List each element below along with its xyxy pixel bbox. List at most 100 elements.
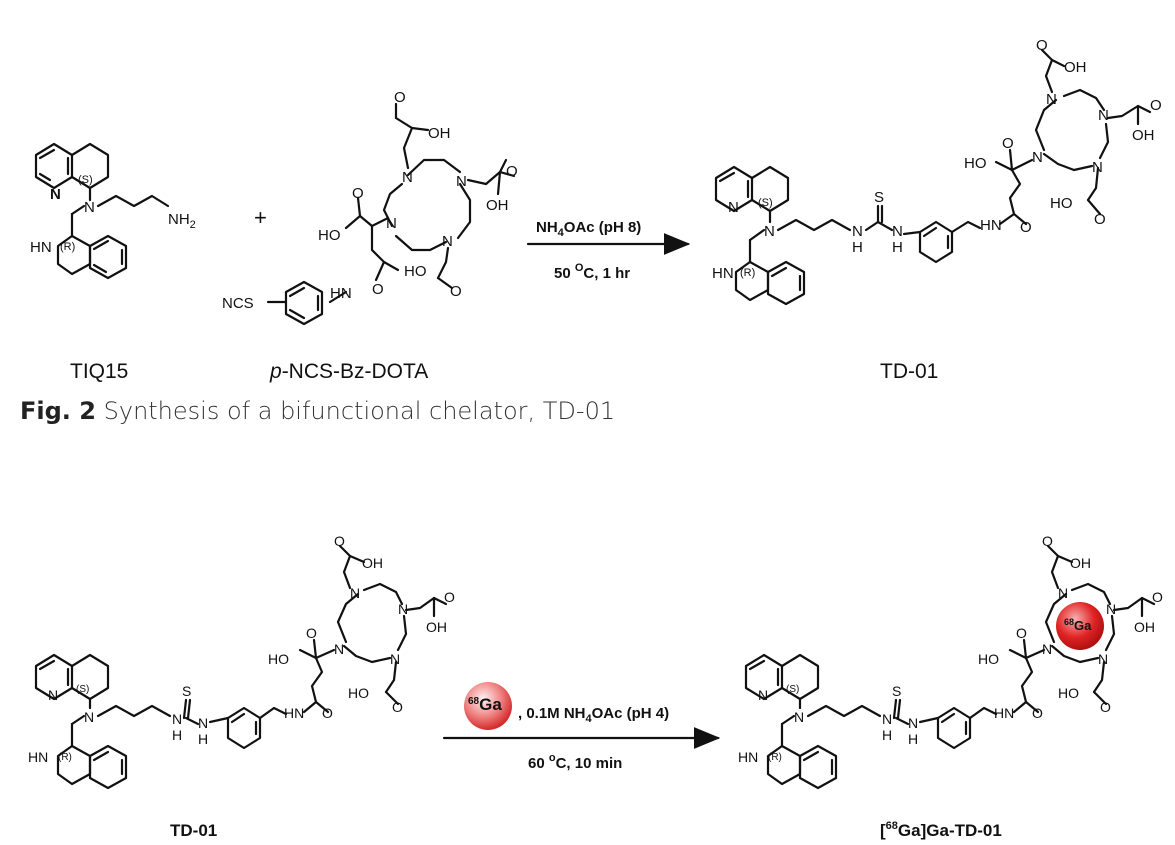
compound-label-ga-td01: [68Ga]Ga-TD-01 <box>880 820 1002 840</box>
atom-label: HN <box>994 705 1014 721</box>
atom-label: N <box>48 687 58 703</box>
atom-label: O <box>1042 533 1053 549</box>
atom-label: N <box>1046 91 1057 108</box>
atom-label: O <box>1152 589 1163 605</box>
atom-label: H <box>892 239 903 256</box>
atom-label: O <box>1032 705 1043 721</box>
atom-label: O <box>1094 211 1106 228</box>
stereo-label: (R) <box>740 267 755 279</box>
condition-bottom-2: 60 oC, 10 min <box>528 752 622 772</box>
atom-label: N <box>198 715 208 731</box>
atom-label: N <box>1106 601 1116 617</box>
atom-label: N <box>398 601 408 617</box>
atom-label: O <box>352 185 364 202</box>
atom-label: N <box>84 709 94 725</box>
atom-label: HN <box>30 239 52 256</box>
atom-label: HN <box>28 749 48 765</box>
atom-label: H <box>172 727 182 743</box>
atom-label: OH <box>1070 555 1091 571</box>
compound-label-ncs-bz-dota: p-NCS-Bz-DOTA <box>269 360 428 383</box>
condition-bottom-1: 50 OC, 1 hr <box>554 262 630 282</box>
atom-label: H <box>852 239 863 256</box>
atom-label: O <box>372 281 384 298</box>
atom-label: O <box>1036 37 1048 54</box>
atom-label: HN <box>738 749 758 765</box>
atom-label: O <box>1020 219 1032 236</box>
atom-label: H <box>882 727 892 743</box>
atom-label: HN <box>330 285 352 302</box>
atom-label: N <box>50 186 61 203</box>
atom-label: OH <box>362 555 383 571</box>
atom-label: HN <box>980 217 1002 234</box>
atom-label: HO <box>268 651 289 667</box>
atom-label: OH <box>1132 127 1155 144</box>
atom-label: HO <box>964 155 987 172</box>
atom-label: N <box>390 651 400 667</box>
atom-label: N <box>1058 585 1068 601</box>
atom-label: N <box>764 223 775 240</box>
atom-label: HO <box>404 263 427 280</box>
compound-label-td01-reactant: TD-01 <box>170 821 217 840</box>
atom-label: N <box>1098 107 1109 124</box>
atom-label: N <box>1042 641 1052 657</box>
figure-number: Fig. 2 <box>20 397 96 425</box>
atom-label: N <box>442 233 453 250</box>
compound-label-tiq15: TIQ15 <box>70 360 128 383</box>
atom-label: N <box>908 715 918 731</box>
atom-label: OH <box>426 619 447 635</box>
condition-top-2: , 0.1M NH4OAc (pH 4) <box>518 705 669 725</box>
atom-label: HO <box>1050 195 1073 212</box>
atom-label: N <box>456 173 467 190</box>
atom-label: N <box>758 687 768 703</box>
atom-label: N <box>892 223 903 240</box>
atom-label: NH2 <box>168 211 196 231</box>
atom-label: N <box>1098 651 1108 667</box>
atom-label: O <box>506 163 518 180</box>
ncs-bz-dota-structure <box>266 102 516 326</box>
atom-label: N <box>386 215 397 232</box>
atom-label: O <box>1150 97 1162 114</box>
tiq15-structure <box>34 142 170 280</box>
stereo-label: (S) <box>786 684 799 695</box>
ga68-complex-label: 68Ga <box>1064 617 1092 633</box>
atom-label: N <box>1032 149 1043 166</box>
atom-label: S <box>182 683 191 699</box>
atom-label: O <box>392 699 403 715</box>
atom-label: N <box>84 199 95 216</box>
td01-structure-bottom <box>34 544 448 790</box>
atom-label: N <box>350 585 360 601</box>
plus-sign: + <box>254 205 267 230</box>
atom-label: N <box>1092 159 1103 176</box>
atom-label: OH <box>428 125 451 142</box>
atom-label: N <box>852 223 863 240</box>
atom-label: N <box>334 641 344 657</box>
atom-label: HN <box>712 265 734 282</box>
atom-label: O <box>306 625 317 641</box>
atom-label: N <box>882 711 892 727</box>
atom-label: O <box>450 283 462 300</box>
ga68-reagent-label: 68Ga <box>468 695 502 714</box>
atom-label: O <box>334 533 345 549</box>
atom-label: N <box>728 199 739 216</box>
atom-label: S <box>892 683 901 699</box>
atom-label: H <box>908 731 918 747</box>
atom-label: O <box>322 705 333 721</box>
atom-label: HO <box>318 227 341 244</box>
stereo-label: (S) <box>78 174 93 186</box>
figure-caption: Fig. 2 Synthesis of a bifunctional chela… <box>20 397 615 425</box>
atom-label: HN <box>284 705 304 721</box>
atom-label: N <box>794 709 804 725</box>
atom-label: HO <box>348 685 369 701</box>
atom-label: HO <box>1058 685 1079 701</box>
atom-label: OH <box>486 197 509 214</box>
atom-label: O <box>1002 135 1014 152</box>
atom-label: OH <box>1064 59 1087 76</box>
atom-label: HO <box>978 651 999 667</box>
ga-td01-structure <box>744 544 1156 790</box>
stereo-label: (S) <box>76 684 89 695</box>
compound-label-td01: TD-01 <box>880 360 938 383</box>
figure-caption-text: Synthesis of a bifunctional chelator, TD… <box>103 397 616 425</box>
atom-label: S <box>874 189 884 206</box>
stereo-label: (S) <box>758 197 773 209</box>
atom-label: O <box>1100 699 1111 715</box>
